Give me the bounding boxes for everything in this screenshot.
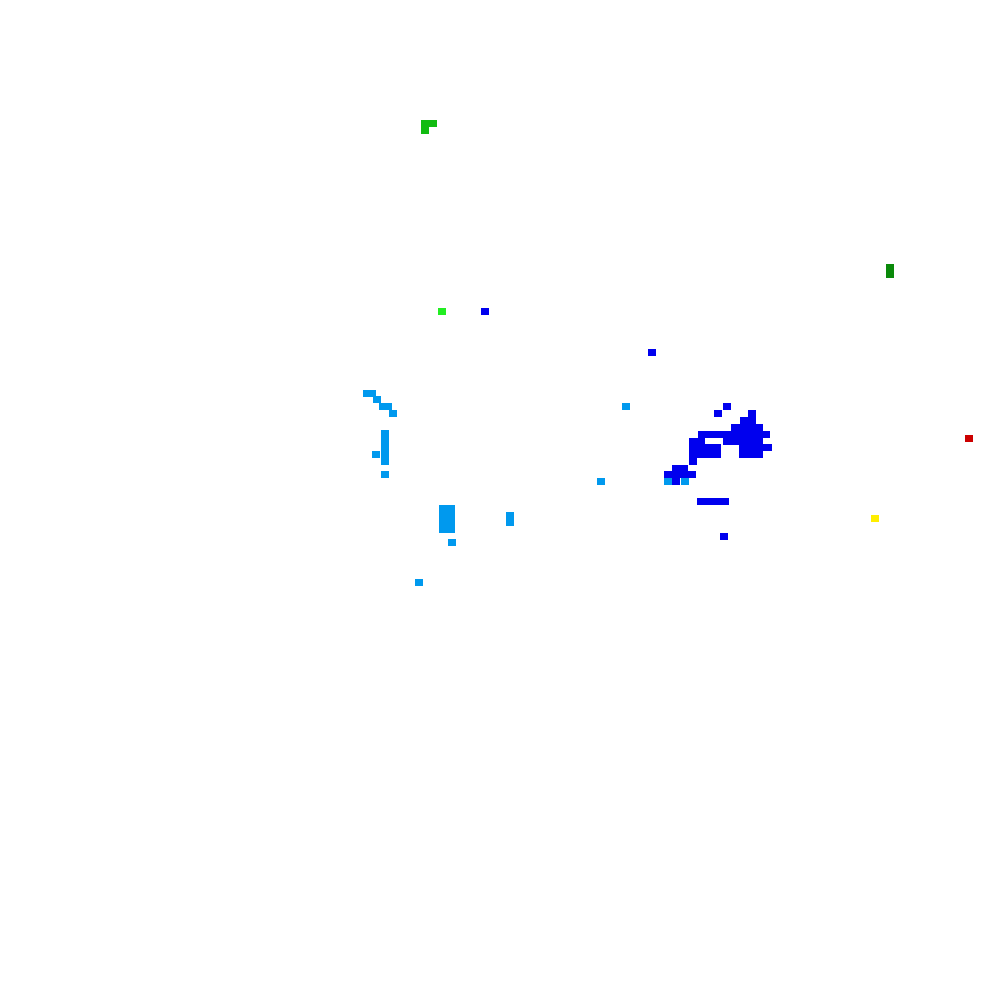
map-cell-light-blue [381, 451, 389, 465]
map-cell-blue [672, 478, 680, 485]
map-cell-light-blue [415, 579, 423, 586]
map-cell-light-blue [381, 471, 389, 478]
map-cell-blue [723, 438, 763, 445]
map-cell-light-blue [448, 539, 456, 546]
map-cell-blue [740, 417, 756, 424]
map-cell-blue [720, 533, 728, 540]
map-cell-light-blue [381, 430, 389, 451]
map-cell-blue [689, 458, 697, 465]
map-cell-light-blue [373, 396, 381, 403]
map-cell-light-blue [506, 512, 514, 526]
map-cell-green [421, 127, 429, 134]
map-cell-light-blue [372, 451, 380, 458]
map-cell-blue [689, 451, 721, 458]
map-cell-light-blue [664, 478, 672, 485]
map-cell-yellow [871, 515, 879, 522]
map-cell-light-blue [384, 403, 392, 410]
map-cell-blue [698, 431, 770, 438]
map-cell-bright-green [438, 308, 446, 315]
map-cell-light-blue [379, 403, 387, 410]
map-cell-light-blue [622, 403, 630, 410]
map-cell-blue [689, 438, 705, 445]
map-cell-light-blue [389, 410, 397, 417]
map-cell-blue [697, 498, 729, 505]
map-cell-light-blue [368, 390, 376, 397]
map-cell-green [429, 120, 437, 127]
map-cell-light-blue [363, 390, 371, 397]
map-cell-blue [764, 444, 772, 451]
map-cell-blue [648, 349, 656, 356]
map-cell-blue [731, 424, 763, 431]
map-cell-blue [748, 410, 756, 417]
map-cell-blue [714, 410, 722, 417]
map-cell-blue [739, 451, 763, 458]
map-cell-light-blue [681, 478, 689, 485]
map-cell-blue [481, 308, 489, 315]
map-cell-blue [672, 465, 688, 472]
map-cell-blue [723, 403, 731, 410]
map-cell-light-blue [597, 478, 605, 485]
map-cell-dark-green [886, 271, 894, 278]
map-cell-red [965, 435, 973, 442]
map-cell-blue [689, 444, 721, 451]
map-cell-light-blue [439, 505, 455, 533]
map-cell-blue [664, 471, 696, 478]
map-cell-blue [739, 444, 771, 451]
